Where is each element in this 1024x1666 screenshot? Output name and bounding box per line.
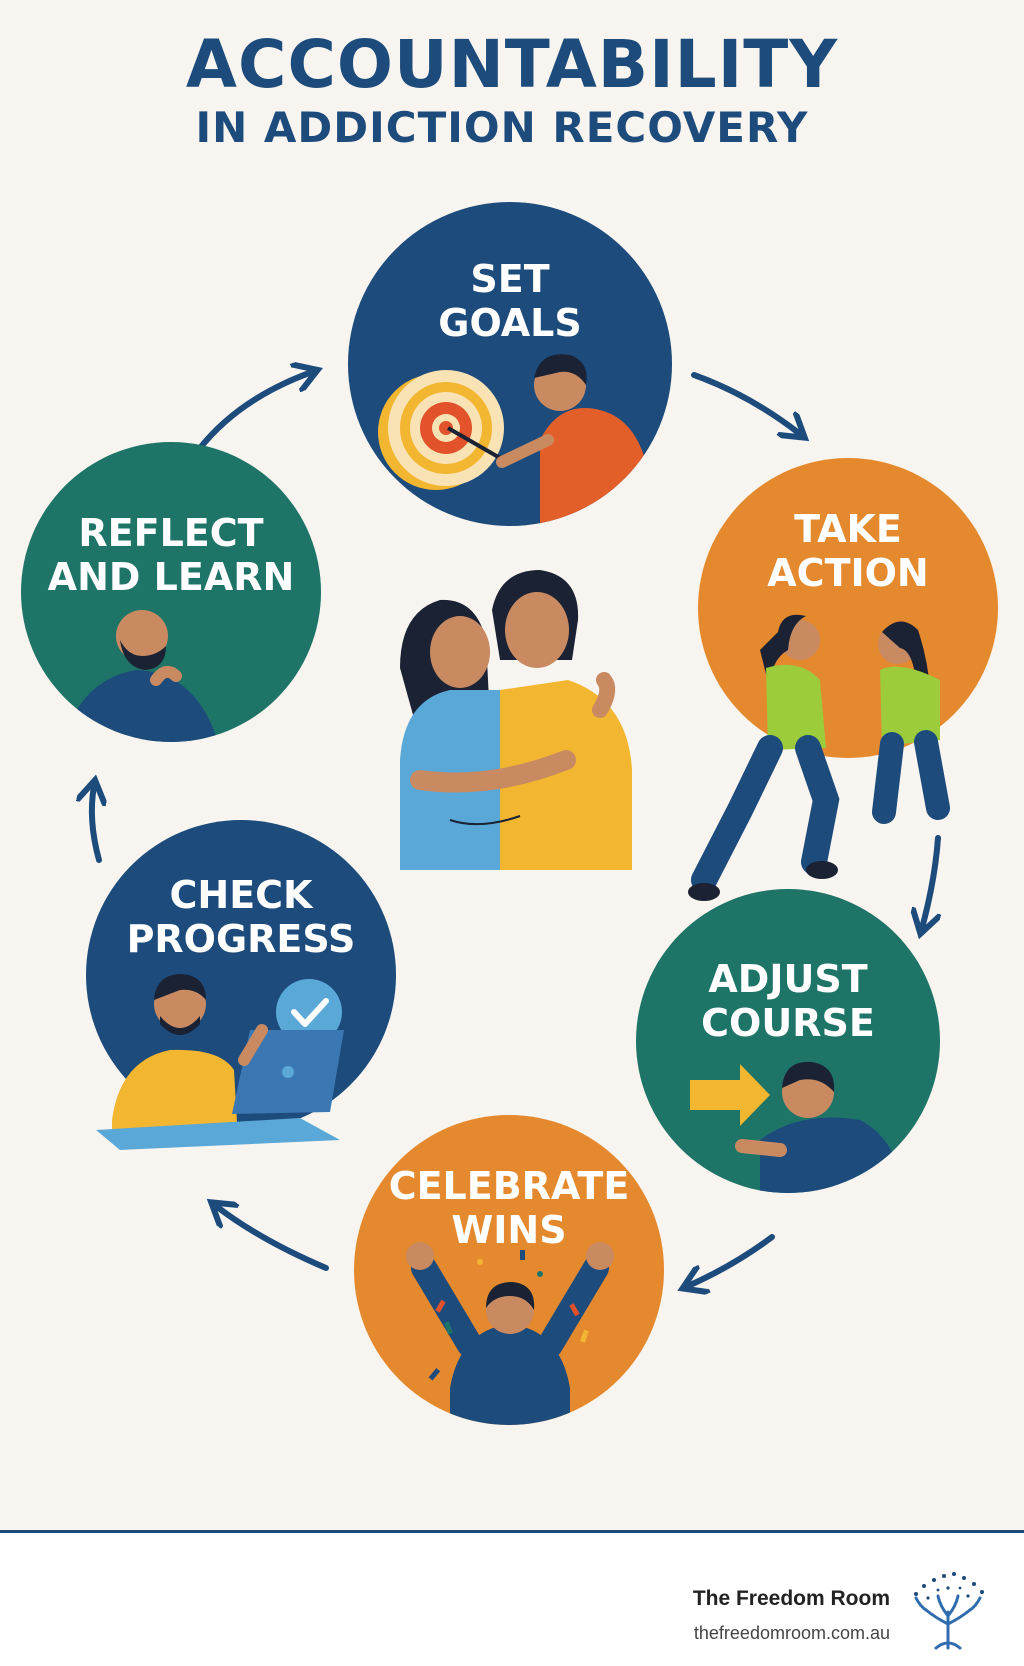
stage-label-line2: ACTION xyxy=(767,551,928,595)
stage-set-goals: SET GOALS xyxy=(348,202,672,526)
hugging-couple-illustration xyxy=(400,570,632,870)
arrow-reflect-to-set xyxy=(197,372,312,451)
person-thinking-illustration xyxy=(64,610,218,742)
brand-url[interactable]: thefreedomroom.com.au xyxy=(693,1623,890,1643)
stage-check-progress: CHECK PROGRESS xyxy=(86,820,396,1150)
stage-reflect-and-learn: REFLECT AND LEARN xyxy=(21,442,321,742)
arrow-check-to-reflect xyxy=(92,786,99,863)
stage-label-line2: PROGRESS xyxy=(127,917,356,961)
stage-label-line1: REFLECT xyxy=(78,511,263,555)
brand-name: The Freedom Room xyxy=(692,1587,890,1610)
arrow-take-to-adjust xyxy=(922,835,938,928)
footer xyxy=(0,1533,1024,1666)
stage-label-line1: CELEBRATE xyxy=(389,1164,630,1208)
arrow-set-to-take xyxy=(691,372,800,434)
page-subtitle: IN ADDICTION RECOVERY xyxy=(195,103,809,152)
stage-label-line2: WINS xyxy=(451,1208,566,1252)
stage-label-line1: CHECK xyxy=(170,873,315,917)
person-at-laptop-illustration xyxy=(96,974,344,1150)
stage-label-line1: ADJUST xyxy=(708,957,867,1001)
freedom-room-tree-logo-icon xyxy=(914,1572,984,1650)
checkmark-icon xyxy=(276,979,342,1045)
stage-label-line1: SET xyxy=(470,257,549,301)
footer-divider xyxy=(0,1530,1024,1533)
cycle-arrows xyxy=(92,372,938,1286)
title-block: ACCOUNTABILITY IN ADDICTION RECOVERY xyxy=(0,28,1024,154)
target-icon xyxy=(378,370,504,490)
stage-label-line2: COURSE xyxy=(701,1001,875,1045)
stage-label-line2: AND LEARN xyxy=(48,555,295,599)
two-people-running-illustration xyxy=(688,614,950,901)
confetti-decoration xyxy=(428,1250,589,1381)
stage-adjust-course: ADJUST COURSE xyxy=(636,889,940,1193)
accountability-cycle-diagram: SET GOALS TAKE ACTION xyxy=(21,202,998,1425)
arrow-adjust-to-celebrate xyxy=(688,1234,775,1286)
stage-label-line1: TAKE xyxy=(794,507,902,551)
arrow-celebrate-to-check xyxy=(216,1206,329,1271)
stage-celebrate-wins: CELEBRATE WINS xyxy=(354,1115,664,1425)
stage-label-line2: GOALS xyxy=(438,301,581,345)
arrow-right-icon xyxy=(690,1064,770,1126)
page-title: ACCOUNTABILITY xyxy=(185,26,839,103)
stage-take-action: TAKE ACTION xyxy=(688,458,998,901)
